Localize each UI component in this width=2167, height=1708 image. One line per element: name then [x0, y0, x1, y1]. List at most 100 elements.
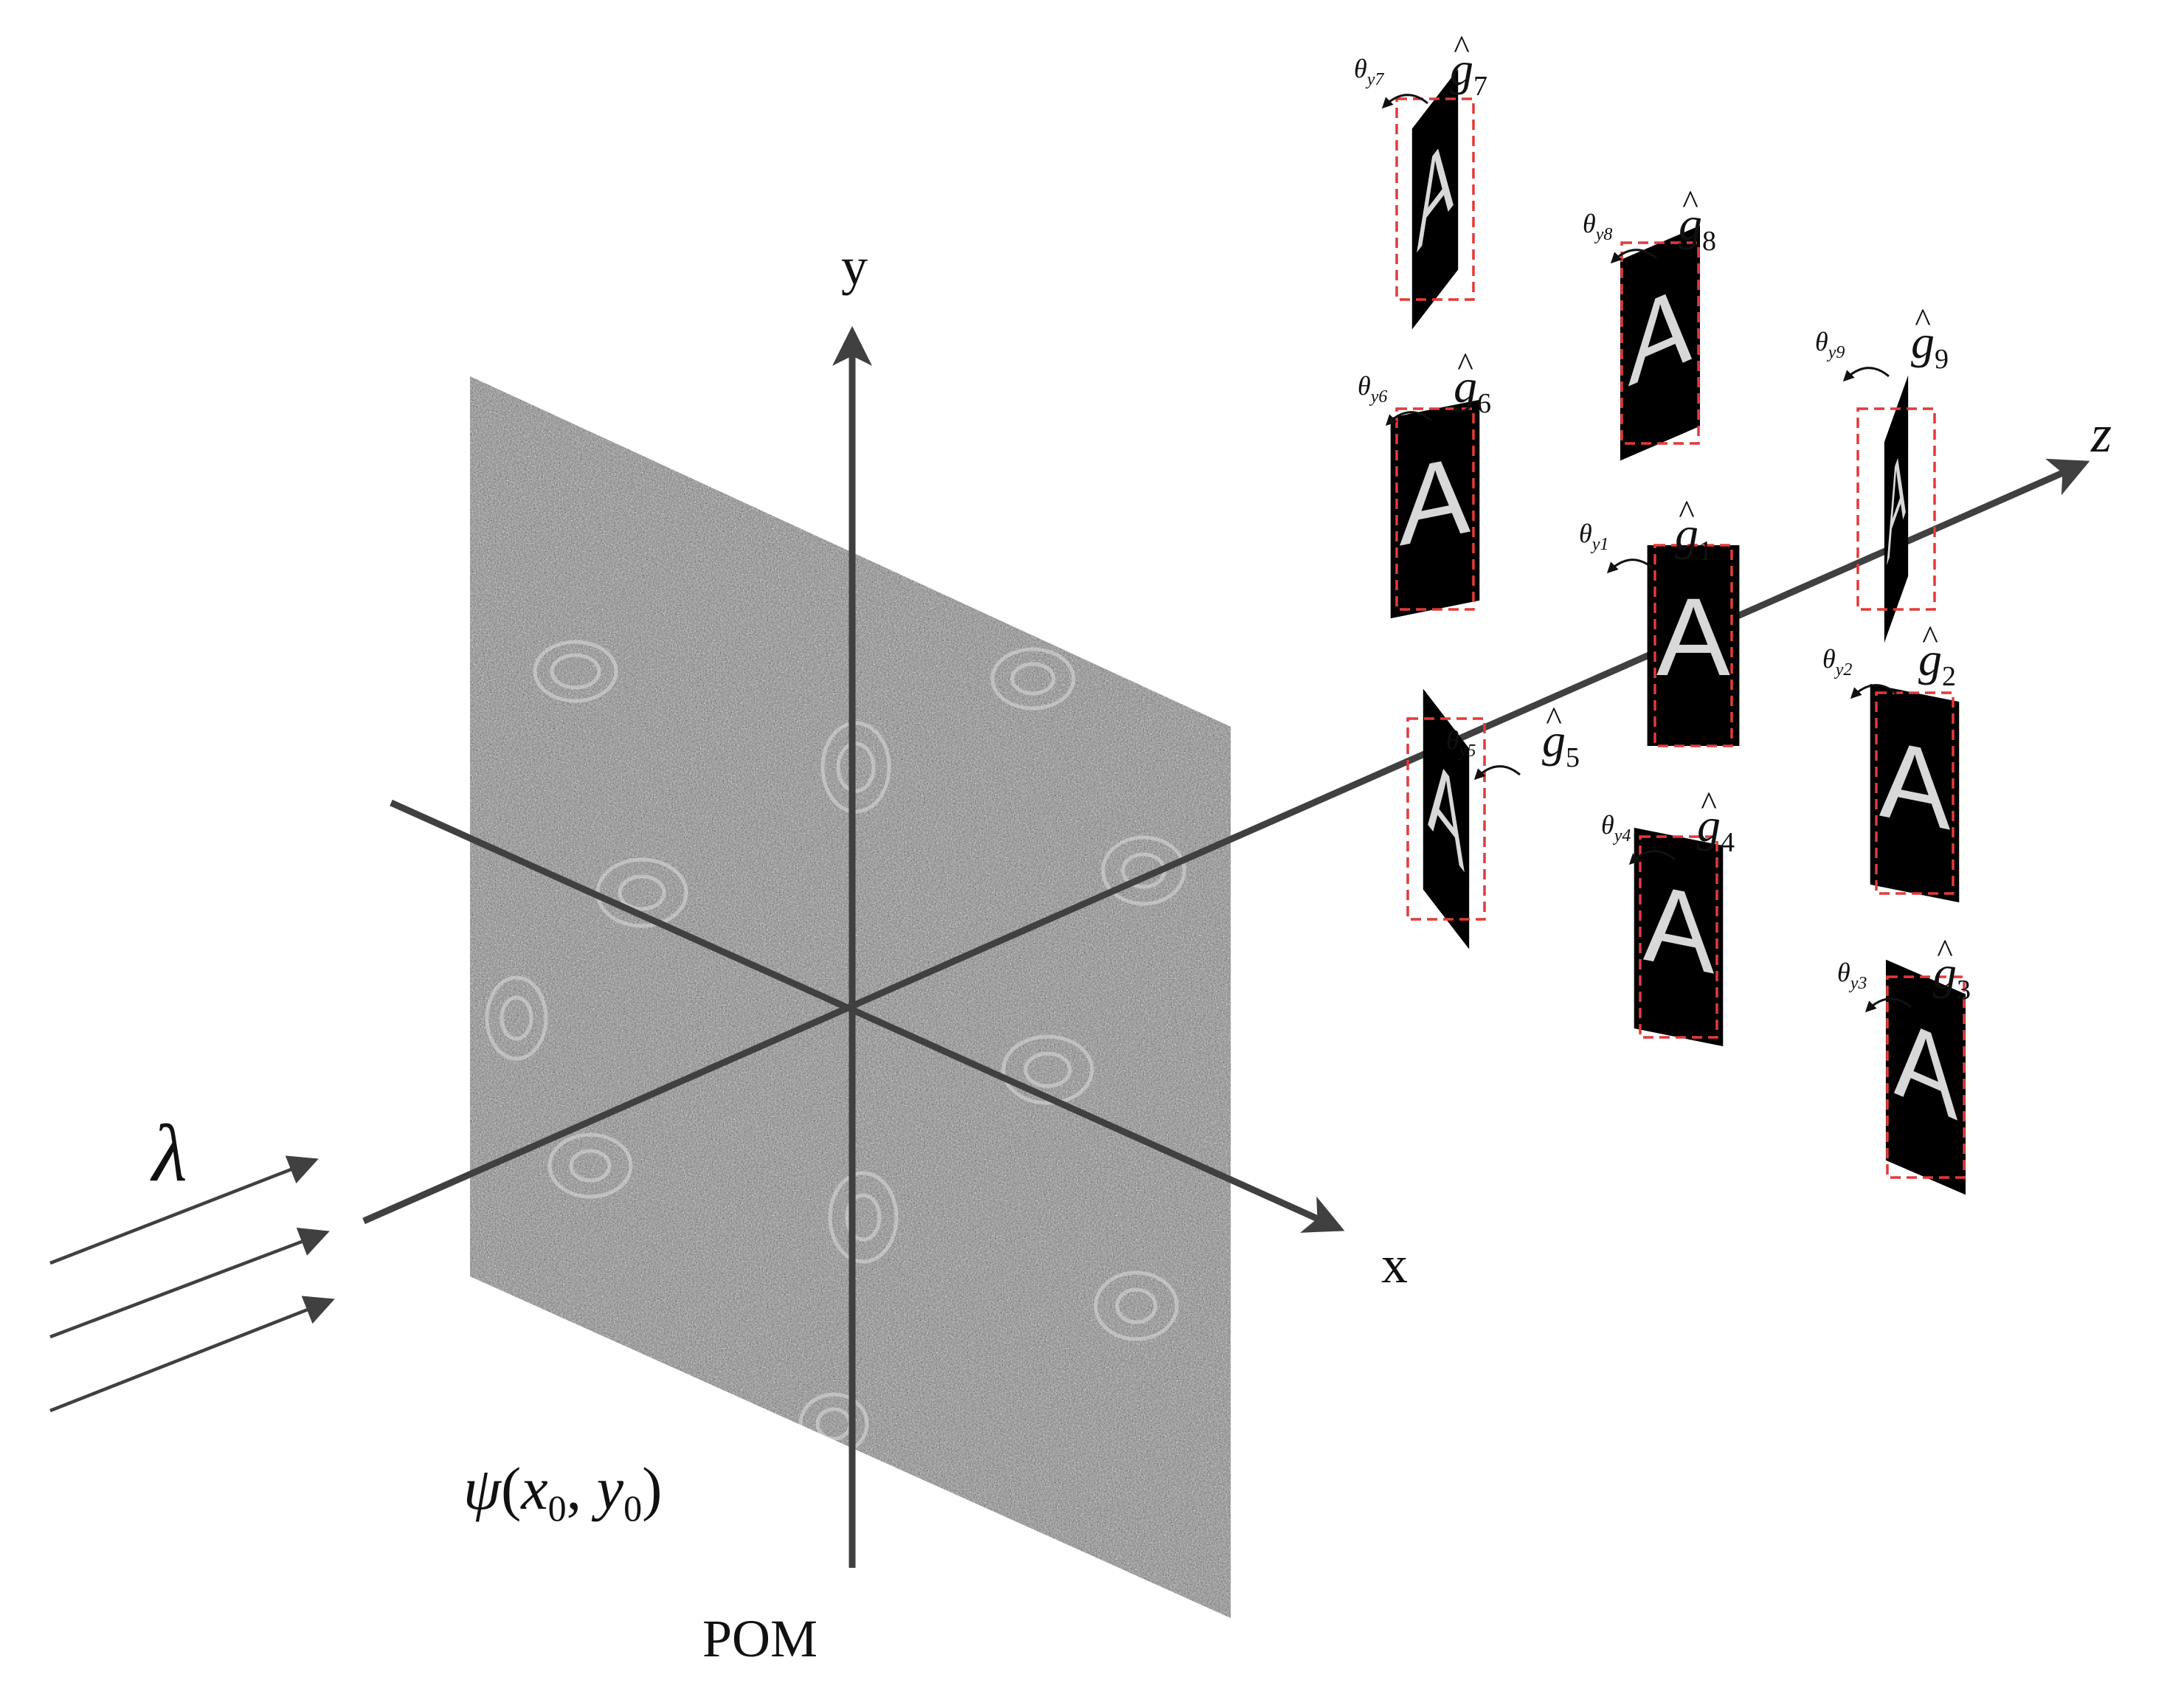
- rotation-arrow-3: [1864, 998, 1912, 1013]
- angle-label-6: θy6: [1358, 371, 1387, 407]
- hat-mark-3: ^: [1937, 932, 1953, 969]
- z-axis: [362, 458, 2090, 1225]
- rotation-arrow-7: [1381, 94, 1428, 109]
- rotation-arrow-2: [1850, 684, 1897, 699]
- incident-arrow-3: [49, 1296, 335, 1413]
- angle-label-8: θy8: [1583, 209, 1612, 244]
- field-func: ψ: [463, 1455, 502, 1522]
- hologram-label: POM: [702, 1609, 818, 1668]
- field-open: (: [501, 1455, 521, 1522]
- field-x: x: [520, 1455, 547, 1522]
- hologram-fringe-rings: [485, 640, 1186, 1456]
- tile-background: [1870, 683, 1960, 903]
- reference-frame-7: [1395, 97, 1475, 301]
- angle-label-2: θy2: [1822, 644, 1852, 680]
- wavelength-label: λ: [150, 1108, 187, 1198]
- reconstruction-label-9: g9: [1911, 316, 1949, 375]
- reconstruction-label-3: g3: [1933, 947, 1971, 1006]
- hat-mark-1: ^: [1679, 493, 1695, 530]
- angle-label-3: θy3: [1837, 958, 1867, 993]
- hat-mark-6: ^: [1457, 345, 1473, 383]
- tilted-image-5: A: [1423, 688, 1470, 950]
- angle-label-9: θy9: [1815, 327, 1845, 362]
- reconstruction-label-8: g8: [1679, 198, 1716, 257]
- tilted-image-9: A: [1884, 375, 1909, 643]
- reconstruction-label-1: g1: [1675, 508, 1712, 567]
- hat-mark-8: ^: [1682, 183, 1698, 221]
- incident-beam-arrows: [49, 1155, 335, 1413]
- x-axis-label: x: [1381, 1235, 1408, 1294]
- coordinate-axes: [362, 325, 2090, 1568]
- rotation-arrow-9: [1842, 367, 1890, 382]
- reference-frame-4: [1639, 835, 1718, 1039]
- reference-frame-5: [1406, 717, 1486, 921]
- tilted-image-6: A: [1390, 399, 1480, 619]
- incident-arrow-2: [49, 1227, 330, 1339]
- tile-background: [1634, 827, 1724, 1047]
- angle-label-1: θy1: [1579, 519, 1608, 554]
- tile-background: [1620, 225, 1701, 461]
- reference-frame-9: [1856, 407, 1936, 611]
- reconstruction-label-6: g6: [1454, 360, 1491, 419]
- tilted-image-7: A: [1411, 69, 1459, 330]
- angle-label-7: θy7: [1354, 54, 1384, 89]
- reference-frame-2: [1875, 691, 1955, 895]
- tile-letter: A: [1628, 258, 1693, 409]
- rotation-arrow-5: [1473, 765, 1521, 781]
- rotation-arrow-8: [1610, 249, 1657, 264]
- tilted-image-8: A: [1620, 225, 1701, 461]
- x-axis: [390, 799, 1345, 1233]
- tile-background: [1423, 688, 1470, 950]
- hat-mark-5: ^: [1546, 699, 1562, 737]
- tile-background: [1885, 959, 1966, 1195]
- tile-letter: A: [1656, 575, 1730, 699]
- tile-letter: A: [1894, 992, 1958, 1144]
- hat-mark-2: ^: [1922, 618, 1938, 656]
- tile-background: [1884, 375, 1909, 643]
- tilted-image-4: A: [1634, 827, 1724, 1047]
- hat-mark-4: ^: [1701, 784, 1717, 822]
- field-x-sub: 0: [548, 1487, 567, 1529]
- reference-frame-8: [1620, 241, 1700, 445]
- tilted-image-1: A: [1647, 545, 1740, 746]
- field-y: y: [592, 1455, 624, 1522]
- reference-frame-3: [1886, 975, 1966, 1179]
- tile-background: [1647, 545, 1740, 746]
- hat-mark-7: ^: [1454, 28, 1470, 66]
- tile-letter: A: [1400, 431, 1471, 570]
- incident-arrow-1: [49, 1155, 319, 1265]
- rotation-arrow-4: [1628, 850, 1676, 865]
- reconstruction-label-7: g7: [1450, 43, 1487, 102]
- tile-letter: A: [1879, 715, 1951, 854]
- reconstruction-label-5: g5: [1542, 714, 1580, 773]
- tile-letter: A: [1643, 859, 1715, 998]
- field-sep: ,: [567, 1455, 597, 1522]
- reconstruction-label-2: g2: [1918, 633, 1956, 692]
- rotation-arrow-6: [1385, 411, 1432, 426]
- angle-label-5: θy5: [1446, 725, 1476, 761]
- tilted-image-2: A: [1870, 683, 1960, 903]
- hat-mark-9: ^: [1915, 301, 1931, 339]
- field-label: ψ(x0, y0): [463, 1455, 662, 1529]
- field-close: ): [642, 1455, 662, 1522]
- tile-background: [1390, 399, 1480, 619]
- rotation-arrow-1: [1606, 559, 1653, 574]
- tilted-image-3: A: [1885, 959, 1966, 1195]
- angle-label-4: θy4: [1601, 810, 1631, 846]
- z-axis-label: z: [2090, 404, 2112, 463]
- tile-background: [1411, 69, 1459, 330]
- reference-frame-6: [1395, 407, 1475, 611]
- reconstruction-label-4: g4: [1697, 799, 1735, 858]
- field-y-sub: 0: [623, 1487, 642, 1529]
